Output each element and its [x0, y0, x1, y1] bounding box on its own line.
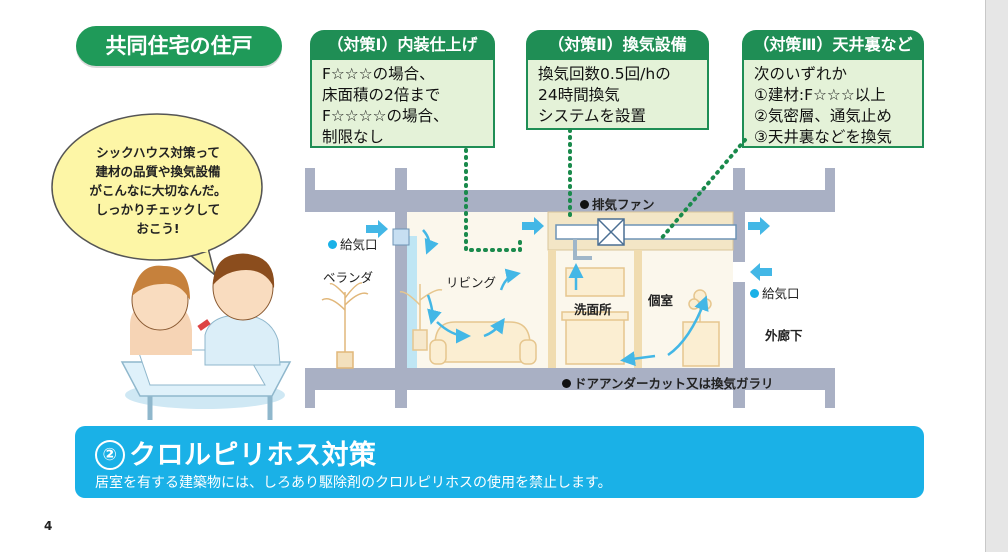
people-illustration — [120, 253, 292, 420]
measure-2-line: 換気回数0.5回/hの — [538, 65, 671, 83]
measure-3-line: ①建材:F☆☆☆以上 — [754, 86, 886, 104]
measure-1-header: （対策Ⅰ）内装仕上げ — [310, 30, 495, 60]
exhaust-duct — [555, 224, 737, 240]
partition-wall — [548, 250, 556, 368]
measure-2-header: （対策Ⅱ）換気設備 — [526, 30, 709, 60]
veranda-label: ベランダ — [323, 270, 374, 285]
speech-line: がこんなに大切なんだ。 — [89, 183, 227, 198]
section-pill: 共同住宅の住戸 — [76, 26, 282, 66]
speech-bubble — [51, 113, 263, 277]
air-flow-arrows — [422, 229, 709, 367]
measure-3-line: ②気密層、通気止め — [754, 107, 892, 125]
supply-vent-right-label: 給気口 — [750, 283, 800, 302]
living-label: リビング — [446, 275, 497, 290]
measure-2-line: システムを設置 — [538, 107, 647, 125]
measure-1-line: 制限なし — [322, 128, 385, 146]
measure-2-line: 24時間換気 — [538, 86, 620, 104]
bullet-icon — [750, 289, 759, 298]
supply-vent-left-label: 給気口 — [328, 234, 378, 253]
speech-bubble-text: シックハウス対策って 建材の品質や換気設備 がこんなに大切なんだ。 しっかりチェ… — [58, 143, 258, 238]
exhaust-fan-label: 排気ファン — [580, 194, 655, 213]
speech-line: おこう! — [136, 221, 180, 236]
inlet-arrows — [366, 217, 772, 281]
bullet-icon — [580, 200, 589, 209]
outer-corridor-label: 外廊下 — [765, 328, 803, 343]
measure-1-line: 床面積の2倍まで — [322, 86, 441, 104]
private-room-label: 個室 — [648, 293, 674, 308]
diagram-illustration — [51, 113, 835, 420]
door-undercut-label: ドアアンダーカット又は換気ガラリ — [562, 373, 774, 392]
dotted-leaders — [464, 128, 747, 252]
measure-1-body: F☆☆☆の場合、 床面積の2倍まで F☆☆☆☆の場合、 制限なし — [310, 60, 495, 148]
measure-3-body: 次のいずれか ①建材:F☆☆☆以上 ②気密層、通気止め ③天井裏などを換気 — [742, 60, 924, 148]
section-number: ② — [95, 440, 125, 470]
bullet-icon — [562, 379, 571, 388]
measure-1-line: F☆☆☆☆の場合、 — [322, 107, 449, 125]
veranda-plant — [321, 282, 369, 369]
partition-wall — [634, 250, 642, 368]
speech-line: シックハウス対策って — [96, 145, 220, 160]
veranda-window — [407, 236, 417, 368]
speech-line: 建材の品質や換気設備 — [95, 164, 221, 179]
washroom-label: 洗面所 — [574, 302, 612, 317]
measure-3-line: ③天井裏などを換気 — [754, 128, 892, 146]
measure-3-header: （対策Ⅲ）天井裏など — [742, 30, 924, 60]
living-plant — [399, 284, 443, 351]
speech-line: しっかりチェックして — [95, 202, 221, 217]
supply-vent-icon — [392, 228, 410, 246]
page-number: 4 — [44, 519, 53, 533]
page-edge — [985, 0, 1008, 552]
bullet-icon — [328, 240, 337, 249]
measure-2-body: 換気回数0.5回/hの 24時間換気 システムを設置 — [526, 60, 709, 130]
banner-subtitle: 居室を有する建築物には、しろあり駆除剤のクロルピリホスの使用を禁止します。 — [95, 475, 612, 491]
measure-1-line: F☆☆☆の場合、 — [322, 65, 435, 83]
measure-3-line: 次のいずれか — [754, 65, 848, 83]
